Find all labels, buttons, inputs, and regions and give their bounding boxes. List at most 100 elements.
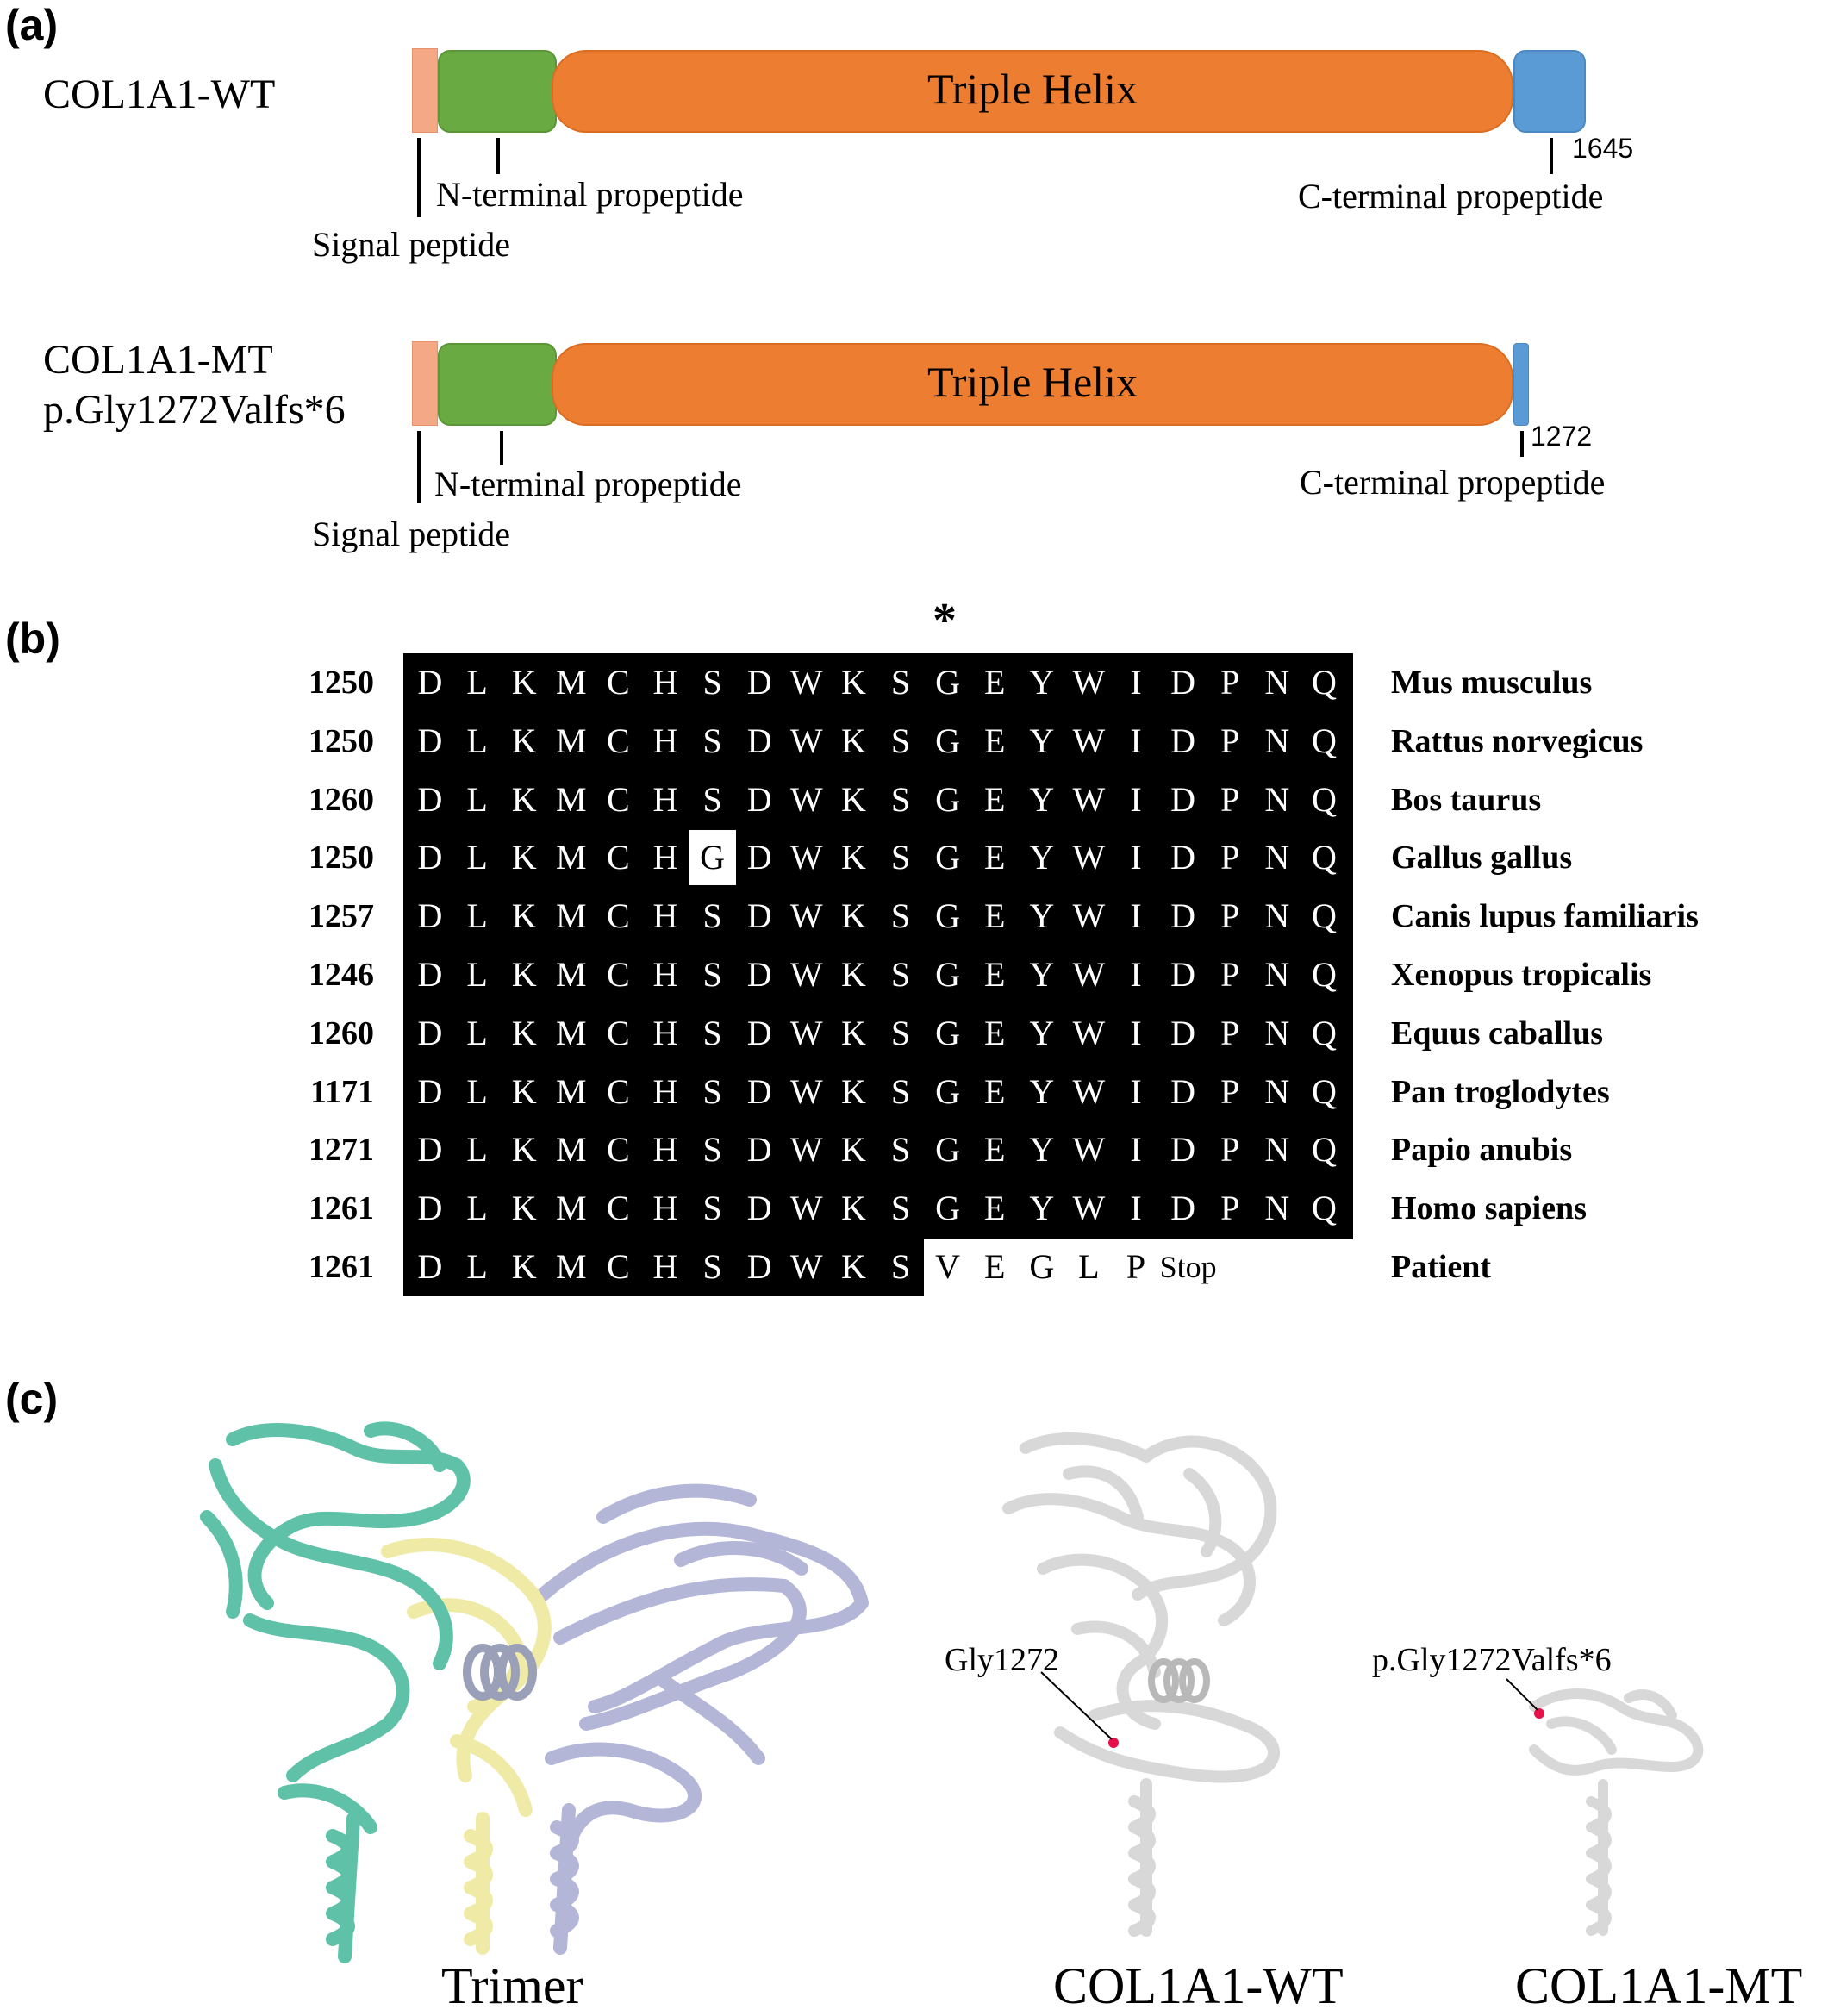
residue-cell: D (417, 1130, 443, 1170)
residue-cell: D (417, 663, 443, 702)
alignment-row-start: 1261 (309, 1190, 374, 1227)
trimer-structure (200, 1421, 869, 1963)
wt-site-leader-line (1040, 1671, 1113, 1740)
residue-cell: Q (1311, 838, 1337, 877)
residue-cell: D (1170, 663, 1196, 702)
residue-cell: E (983, 779, 1006, 819)
residue-cell: E (983, 955, 1006, 994)
residue-cell: N (1264, 1189, 1290, 1228)
wt-triple-helix-segment (552, 50, 1513, 133)
residue-cell: G (935, 955, 961, 994)
residue-cell: Y (1029, 663, 1055, 702)
residue-cell: I (1130, 955, 1142, 994)
residue-cell: K (840, 1247, 866, 1286)
residue-cell: Q (1311, 779, 1337, 819)
residue-cell: G (935, 1071, 961, 1111)
residue-cell: N (1264, 1130, 1290, 1170)
residue-cell: W (789, 663, 823, 702)
residue-cell: S (890, 896, 911, 936)
residue-cell: Q (1311, 663, 1337, 702)
residue-cell: E (983, 1013, 1006, 1052)
residue-cell: E (983, 838, 1006, 877)
residue-cell: D (1170, 721, 1196, 760)
residue-cell: K (840, 779, 866, 819)
residue-cell: Y (1029, 1013, 1055, 1052)
mt-c-terminal-label: C-terminal propeptide (1300, 463, 1606, 502)
residue-cell: W (789, 1247, 823, 1286)
residue-cell: W (1072, 721, 1106, 760)
residue-cell: L (466, 1130, 488, 1170)
residue-cell: N (1264, 838, 1290, 877)
residue-cell: V (935, 1247, 961, 1286)
residue-cell: D (746, 1189, 772, 1228)
residue-cell: I (1130, 1071, 1142, 1111)
mt-triple-helix-segment (552, 343, 1513, 426)
residue-cell: L (466, 838, 488, 877)
mt-site-leader-line (1506, 1678, 1538, 1711)
alignment-row-start: 1261 (309, 1249, 374, 1285)
residue-cell: L (1078, 1247, 1100, 1286)
mt-caption: COL1A1-MT (1515, 1957, 1803, 2014)
residue-cell: C (607, 896, 630, 936)
residue-cell: P (1220, 955, 1240, 994)
wt-caption: COL1A1-WT (1053, 1957, 1344, 2014)
residue-cell: L (466, 1247, 488, 1286)
residue-cell: S (890, 1071, 911, 1111)
residue-cell: D (417, 838, 443, 877)
residue-cell: K (840, 896, 866, 936)
residue-cell: H (652, 721, 678, 760)
residue-cell: K (511, 1071, 537, 1111)
residue-cell: Stop (1159, 1250, 1217, 1284)
residue-cell: S (890, 721, 911, 760)
residue-cell: I (1130, 663, 1142, 702)
residue-cell: H (652, 779, 678, 819)
alignment-species-name: Gallus gallus (1391, 839, 1573, 877)
residue-cell: M (556, 721, 587, 760)
residue-cell: D (417, 721, 443, 760)
alignment-species-name: Canis lupus familiaris (1391, 898, 1699, 935)
residue-cell: P (1220, 1071, 1240, 1111)
residue-cell: Y (1029, 1189, 1055, 1228)
alignment-species-name: Patient (1391, 1249, 1492, 1285)
residue-cell: S (890, 1247, 911, 1286)
residue-cell: G (935, 1189, 961, 1228)
residue-cell: S (702, 1247, 722, 1286)
residue-cell: D (417, 1189, 443, 1228)
residue-cell: D (1170, 1071, 1196, 1111)
alignment-species-name: Equus caballus (1391, 1014, 1604, 1052)
residue-cell: G (689, 830, 736, 886)
residue-cell: K (511, 779, 537, 819)
residue-cell: S (702, 955, 722, 994)
residue-cell: E (983, 1189, 1006, 1228)
alignment-species-name: Homo sapiens (1391, 1190, 1587, 1227)
wt-triple-helix-label: Triple Helix (927, 65, 1138, 113)
residue-cell: S (702, 663, 722, 702)
wt-signal-tick (417, 138, 421, 217)
residue-cell: W (1072, 1013, 1106, 1052)
alignment-species-name: Mus musculus (1391, 665, 1593, 701)
residue-cell: H (652, 1247, 678, 1286)
residue-cell: D (746, 955, 772, 994)
residue-cell: S (702, 896, 722, 936)
mt-site-point (1534, 1708, 1544, 1719)
wt-c-terminal-tick (1550, 138, 1553, 174)
wt-end-number: 1645 (1572, 133, 1634, 164)
residue-cell: Q (1311, 1071, 1337, 1111)
residue-cell: C (607, 1189, 630, 1228)
residue-cell: L (466, 896, 488, 936)
wt-c-terminal-label: C-terminal propeptide (1298, 177, 1604, 215)
residue-cell: N (1264, 955, 1290, 994)
alignment-species-name: Xenopus tropicalis (1391, 957, 1652, 993)
residue-cell: K (840, 1071, 866, 1111)
residue-cell: M (556, 1071, 587, 1111)
residue-cell: N (1264, 663, 1290, 702)
residue-cell: I (1130, 1189, 1142, 1228)
residue-cell: W (789, 1189, 823, 1228)
residue-cell: E (983, 663, 1006, 702)
residue-cell: Y (1029, 721, 1055, 760)
residue-cell: E (983, 1130, 1006, 1170)
residue-cell: S (702, 1130, 722, 1170)
alignment-conserved-block (403, 653, 1353, 1239)
residue-cell: D (417, 955, 443, 994)
residue-cell: C (607, 1013, 630, 1052)
